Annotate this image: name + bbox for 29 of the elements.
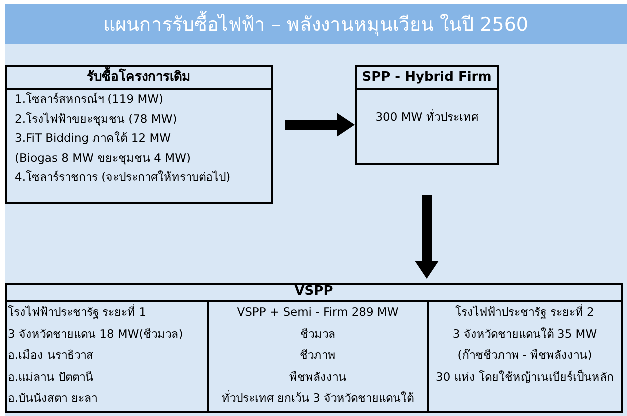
project-list-box: [5, 65, 273, 204]
program-box: [355, 65, 499, 165]
list-line: อ.แม่ลาน ปัตตานี: [8, 368, 94, 386]
list-line: (Biogas 8 MW ขยะชุมชน 4 MW): [14, 150, 192, 167]
list-line: ชีวมวล: [300, 326, 336, 342]
list-line: อ.บันนังสตา ยะลา: [8, 390, 98, 407]
list-line: 2.โรงไฟฟ้าขยะชุมชน (78 MW): [14, 110, 178, 128]
box-heading: รับซื้อโครงการเดิม: [7, 67, 271, 90]
list-line: พืชพลังงาน: [288, 368, 348, 386]
title-banner: แผนการรับซื้อไฟฟ้า – พลังงานหมุนเวียน ในปี 2560: [5, 4, 627, 44]
list-line: โรงไฟฟ้าประชารัฐ ระยะที่ 2: [454, 303, 596, 321]
list-line: อ.เมือง นราธิวาส: [8, 347, 94, 364]
list-line: 300 MW ทั่วประเทศ: [374, 108, 480, 126]
list-line: 30 แห่ง โดยใช้หญ้าเนเบียร์เป็นหลัก: [435, 368, 615, 386]
list-line: 3 จังหวัดชายแดนใต้ 35 MW: [452, 326, 598, 342]
list-line: 1.โซลาร์สหกรณ์ฯ (119 MW): [14, 91, 164, 108]
list-line: (ก๊าซชีวภาพ - พืชพลังงาน): [456, 347, 594, 364]
arrow: [415, 195, 439, 279]
vspp-table: [5, 283, 623, 413]
list-line: ชีวภาพ: [299, 347, 337, 364]
arrow: [285, 113, 355, 137]
list-line: VSPP + Semi - Firm 289 MW: [236, 304, 400, 321]
list-line: 4.โซลาร์ราชการ (จะประกาศให้ทราบต่อไป): [14, 169, 232, 186]
box-heading: VSPP: [7, 285, 621, 302]
list-line: ทั่วประเทศ ยกเว้น 3 จัวหวัดชายแดนใต้: [220, 389, 416, 407]
list-line: 3.FiT Bidding ภาคใต้ 12 MW: [14, 130, 172, 147]
list-line: โรงไฟฟ้าประชารัฐ ระยะที่ 1: [8, 303, 148, 321]
list-line: 3 จังหวัดชายแดน 18 MW(ชีวมวล): [8, 326, 184, 342]
box-heading: SPP - Hybrid Firm: [357, 67, 497, 90]
